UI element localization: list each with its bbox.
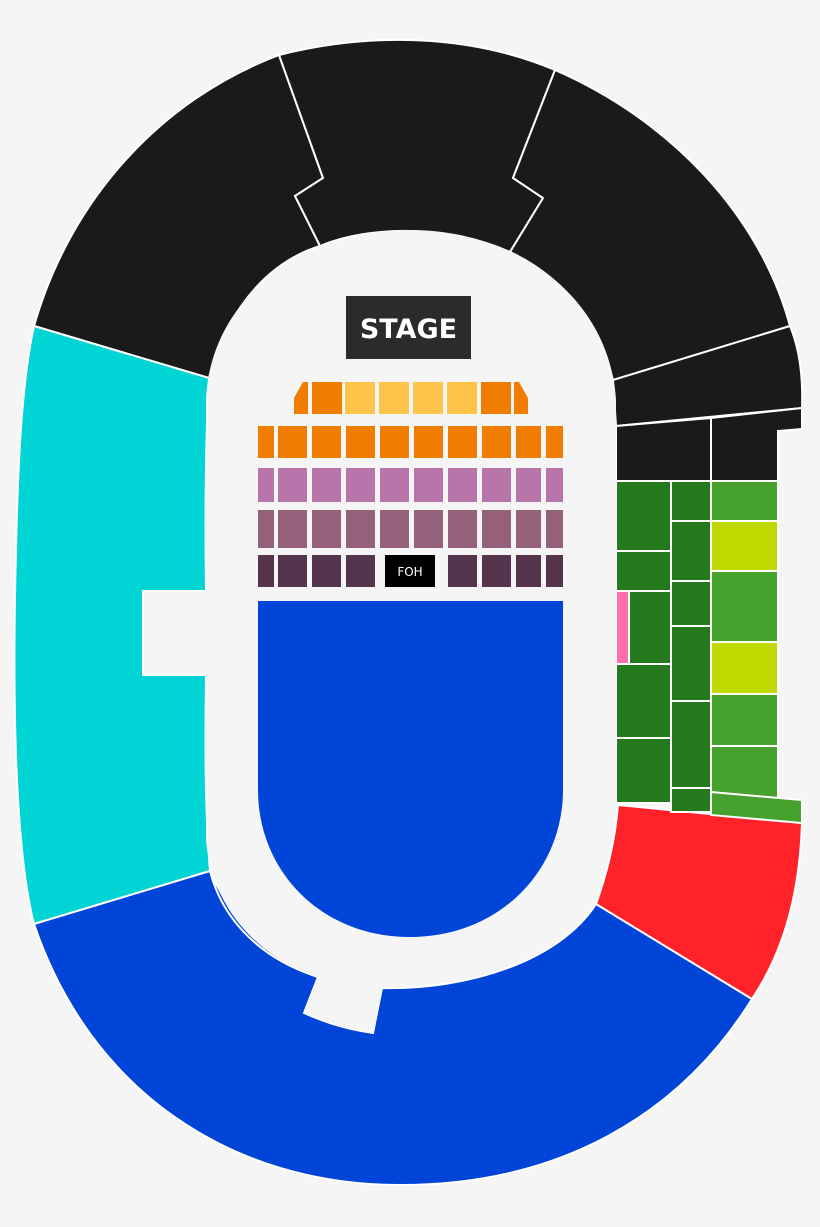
- row-plum-block-2[interactable]: [278, 555, 307, 587]
- row-plum-block-1[interactable]: [258, 555, 274, 587]
- section-black-right-c[interactable]: [710, 406, 803, 482]
- row-mauve-block-7[interactable]: [448, 510, 477, 548]
- section-green-b2[interactable]: [670, 520, 712, 582]
- row-lilac-block-5[interactable]: [380, 468, 409, 502]
- row-orange-block-8[interactable]: [482, 426, 511, 458]
- row-lilac-block-3[interactable]: [312, 468, 341, 502]
- row-lilac-block-10[interactable]: [546, 468, 563, 502]
- row-mauve-block-3[interactable]: [312, 510, 341, 548]
- seat-block-front-2[interactable]: [345, 382, 375, 414]
- row-orange-block-9[interactable]: [516, 426, 541, 458]
- row-orange-block-10[interactable]: [546, 426, 563, 458]
- seat-block-front-4[interactable]: [413, 382, 443, 414]
- row-lilac-block-8[interactable]: [482, 468, 511, 502]
- row-lilac-block-4[interactable]: [346, 468, 375, 502]
- row-orange-block-2[interactable]: [278, 426, 307, 458]
- section-cyan-left[interactable]: [13, 324, 212, 926]
- row-orange-block-3[interactable]: [312, 426, 341, 458]
- section-black-right-a[interactable]: [611, 324, 804, 428]
- section-green-a2[interactable]: [615, 550, 672, 592]
- row-plum-block-4[interactable]: [346, 555, 375, 587]
- section-midgreen-c7[interactable]: [710, 790, 803, 825]
- section-green-b5[interactable]: [670, 700, 712, 789]
- foh-box: [385, 555, 435, 587]
- row-plum-block-3[interactable]: [312, 555, 341, 587]
- row-orange-block-1[interactable]: [258, 426, 274, 458]
- row-mauve-block-9[interactable]: [516, 510, 541, 548]
- seat-block-front-5[interactable]: [447, 382, 477, 414]
- section-green-a5[interactable]: [615, 737, 672, 804]
- section-black-right-b[interactable]: [615, 416, 712, 482]
- row-orange-block-4[interactable]: [346, 426, 375, 458]
- row-orange-block-6[interactable]: [414, 426, 443, 458]
- floor-seat-rows: [258, 382, 563, 587]
- stage-label: STAGE: [360, 314, 457, 345]
- row-mauve-block-1[interactable]: [258, 510, 274, 548]
- row-lilac-block-6[interactable]: [414, 468, 443, 502]
- seat-block-front-right-corner[interactable]: [514, 382, 528, 414]
- section-green-b3[interactable]: [670, 580, 712, 627]
- row-lilac-block-9[interactable]: [516, 468, 541, 502]
- stage-block: [346, 296, 471, 359]
- section-lime-c2[interactable]: [710, 520, 779, 572]
- seat-block-front-1[interactable]: [312, 382, 342, 414]
- row-mauve-block-4[interactable]: [346, 510, 375, 548]
- section-green-b4[interactable]: [670, 625, 712, 702]
- row-mauve-block-6[interactable]: [414, 510, 443, 548]
- seat-block-front-6[interactable]: [481, 382, 511, 414]
- section-pink-small[interactable]: [615, 590, 630, 665]
- section-green-a1[interactable]: [615, 480, 672, 552]
- row-orange-block-5[interactable]: [380, 426, 409, 458]
- section-green-b6[interactable]: [670, 787, 712, 813]
- row-mauve-block-8[interactable]: [482, 510, 511, 548]
- section-midgreen-c1[interactable]: [710, 480, 779, 522]
- section-midgreen-c5[interactable]: [710, 693, 779, 747]
- row-lilac-block-1[interactable]: [258, 468, 274, 502]
- section-black-upper-center[interactable]: [277, 38, 557, 254]
- row-mauve-block-5[interactable]: [380, 510, 409, 548]
- section-lime-c4[interactable]: [710, 641, 779, 695]
- seat-block-front-3[interactable]: [379, 382, 409, 414]
- row-plum-block-10[interactable]: [546, 555, 563, 587]
- foh-label: FOH: [397, 565, 422, 579]
- section-midgreen-c3[interactable]: [710, 570, 779, 643]
- section-midgreen-c6[interactable]: [710, 745, 779, 799]
- row-mauve-block-2[interactable]: [278, 510, 307, 548]
- row-plum-block-9[interactable]: [516, 555, 541, 587]
- row-plum-block-7[interactable]: [448, 555, 477, 587]
- section-green-a4[interactable]: [615, 663, 672, 739]
- row-mauve-block-10[interactable]: [546, 510, 563, 548]
- row-orange-block-7[interactable]: [448, 426, 477, 458]
- section-green-a3[interactable]: [628, 590, 672, 665]
- row-lilac-block-2[interactable]: [278, 468, 307, 502]
- floor-ga-pit[interactable]: [258, 601, 563, 937]
- seat-block-front-left-corner[interactable]: [294, 382, 308, 414]
- row-lilac-block-7[interactable]: [448, 468, 477, 502]
- section-red-right-lower[interactable]: [594, 803, 804, 1001]
- section-green-b1[interactable]: [670, 480, 712, 522]
- row-plum-block-8[interactable]: [482, 555, 511, 587]
